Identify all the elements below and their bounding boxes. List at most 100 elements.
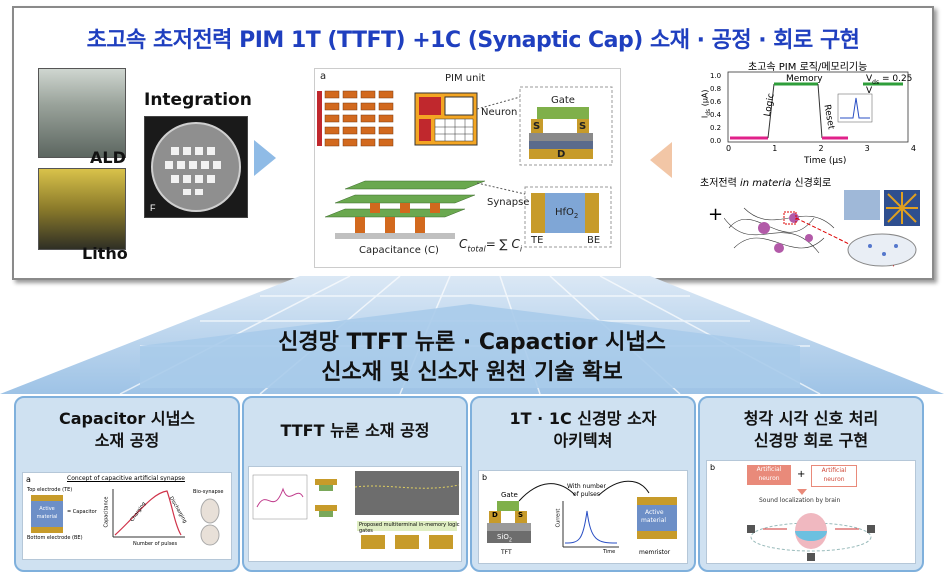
s-label: S <box>533 121 541 132</box>
box4-neuron1-l2: neuron <box>758 475 780 482</box>
box3-letter: b <box>482 473 488 482</box>
neural-title-text: 초저전력 <box>700 178 740 189</box>
box3-s: S <box>518 511 524 519</box>
arrow-left-icon <box>650 142 672 178</box>
box1-be: Bottom electrode (BE) <box>27 535 83 541</box>
label-ald: ALD <box>90 148 126 167</box>
gate-label: Gate <box>551 95 575 106</box>
box1-bio: Bio-synapse <box>193 489 224 495</box>
box3-of: of pulses <box>573 491 600 498</box>
neuron-label: Neuron <box>481 107 518 118</box>
banner-line-2: 신소재 및 신소자 원천 기술 확보 <box>321 360 623 385</box>
box1-active-block: Active material <box>31 495 63 533</box>
pyramid-graphic <box>0 276 944 395</box>
box3-figure: b Gate D S SiO2 With number of pulses Cu… <box>478 470 688 564</box>
pim-unit-label: PIM unit <box>445 73 486 84</box>
box4-letter: b <box>710 463 716 472</box>
chart-xlabel: Time (μs) <box>804 156 847 166</box>
lab-photo-ald <box>38 68 126 158</box>
box-ttft-neuron: TTFT 뉴론 소재 공정 Proposed multiterminal in-… <box>242 396 468 572</box>
box1-hysteresis <box>112 489 185 538</box>
box3-gate: Gate <box>501 491 518 499</box>
box3-active: Active <box>645 509 664 516</box>
box2-figure: Proposed multiterminal in-memory logic g… <box>248 466 462 562</box>
neural-network-graphic <box>724 190 920 267</box>
arrow-right-icon <box>254 140 276 176</box>
neural-title-end: 신경회로 <box>791 178 832 189</box>
label-litho: Litho <box>82 244 128 263</box>
capacitance-label: Capacitance (C) <box>359 245 439 256</box>
chart-xticks: 0 1 2 3 4 <box>726 144 916 153</box>
box1-active-text: Active material <box>36 506 58 520</box>
box3-title-line2: 아키텍쳐 <box>553 431 613 450</box>
xtick: 0 <box>726 144 732 153</box>
panel-letter: a <box>320 71 327 82</box>
box1-capacitance: Capacitance <box>103 496 110 528</box>
ytick: 1.0 <box>710 72 722 80</box>
top-panel: 초고속 초저전력 PIM 1T (TTFT) +1C (Synaptic Cap… <box>12 6 934 280</box>
ctotal-equation: Ctotal= ∑ Ci <box>459 237 522 253</box>
neural-title-em: in materia <box>739 178 792 189</box>
box3-title-line1: 1T · 1C 신경망 소자 <box>509 409 657 428</box>
ctotal-subscript: total <box>467 244 486 254</box>
box3-material: material <box>641 517 667 524</box>
xtick: 2 <box>818 144 824 153</box>
ytick: 0.0 <box>710 137 722 145</box>
ctotal-text: C <box>459 237 468 251</box>
lab-photo-litho <box>38 168 126 250</box>
box1-active-inner: Active material <box>31 501 63 527</box>
box-capacitor-synapse: Capacitor 시냅스 소재 공정 a Concept of capacit… <box>14 396 240 572</box>
neural-circuit: 초저전력 in materia 신경회로 + <box>700 174 922 270</box>
box4-neuron2-l1: Artificial <box>821 467 847 474</box>
sum-subscript: i <box>519 244 523 254</box>
chart-title: 초고속 PIM 로직/메모리기능 <box>748 62 868 73</box>
box2-graphics <box>252 471 460 549</box>
box1-cap: = Capacitor <box>67 509 97 515</box>
te-label: TE <box>531 235 544 246</box>
box-1t1c-architecture: 1T · 1C 신경망 소자 아키텍쳐 b Gate D S SiO2 With… <box>470 396 696 572</box>
box3-memristor: memristor <box>639 549 671 556</box>
ylabel-unit: (μA) <box>700 89 710 109</box>
main-title: 초고속 초저전력 PIM 1T (TTFT) +1C (Synaptic Cap… <box>86 28 860 53</box>
box4-title-line2: 신경망 회로 구현 <box>753 431 869 450</box>
chart-plot <box>727 71 909 143</box>
chart-vds-label: Vds = 0.25 V <box>866 74 920 96</box>
box1-title-line1: Capacitor 시냅스 <box>58 409 196 428</box>
vds-text: V <box>866 74 873 84</box>
hfo2-subscript: 2 <box>573 212 579 220</box>
wafer-photo: F <box>144 116 248 218</box>
plus-sign: + <box>708 204 724 225</box>
box4-neuron2-l2: neuron <box>823 476 845 483</box>
box2-proposed: Proposed multiterminal in-memory logic g… <box>359 522 460 534</box>
box1-pulses: Number of pulses <box>133 541 178 547</box>
vds-subscript: ds <box>872 78 880 86</box>
hfo2-label: HfO2 <box>555 207 578 220</box>
box1-title-line2: 소재 공정 <box>94 431 160 450</box>
xtick: 3 <box>864 144 870 153</box>
box3-sio2-subscript: 2 <box>508 537 513 544</box>
chart-memory-label: Memory <box>786 74 823 84</box>
s2-label: S <box>579 121 587 132</box>
be-label: BE <box>587 235 601 246</box>
neural-title: 초저전력 in materia 신경회로 <box>700 174 831 189</box>
box4-sound: Sound localization by brain <box>759 497 841 504</box>
box1-concept: Concept of capacitive artificial synapse <box>67 475 185 482</box>
ytick: 0.8 <box>710 85 722 93</box>
wafer-graphic: F <box>150 122 241 213</box>
box3-sio2-text: SiO <box>497 533 509 541</box>
vds-value: = 0.25 V <box>866 74 913 96</box>
ytick: 0.6 <box>710 98 722 106</box>
banner-line-1: 신경망 TTFT 뉴론 · Capactior 시냅스 <box>278 330 666 355</box>
label-integration: Integration <box>144 90 252 110</box>
d-label: D <box>557 149 566 160</box>
xtick: 4 <box>910 144 916 153</box>
box3-sio2: SiO2 <box>497 533 512 543</box>
synapse-label: Synapse <box>487 197 530 208</box>
ytick: 0.2 <box>710 124 722 132</box>
box4-title-line1: 청각 시각 신호 처리 <box>743 409 879 428</box>
box3-with: With number <box>567 483 606 490</box>
pim-diagram <box>317 86 613 248</box>
